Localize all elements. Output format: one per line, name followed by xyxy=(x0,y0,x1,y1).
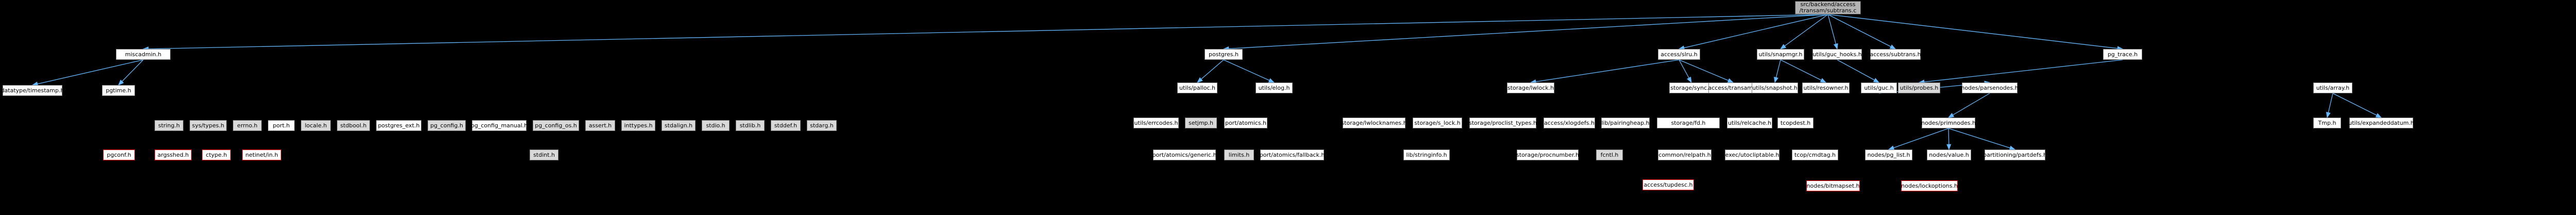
edge-pg_trace-to-utils_probes xyxy=(1918,59,2123,85)
graph-node-access_transam[interactable]: access/transam.h xyxy=(1708,82,1758,93)
edge-root-to-postgres xyxy=(1223,14,1828,51)
graph-node-stdbool_h[interactable]: stdbool.h xyxy=(337,120,370,131)
graph-node-utils_snapmgr[interactable]: utils/snapmgr.h xyxy=(1757,49,1804,60)
graph-node-storage_s_lock[interactable]: storage/s_lock.h xyxy=(1413,118,1462,128)
graph-node-partitioning_partdefs[interactable]: partitioning/partdefs.h xyxy=(1983,150,2047,160)
graph-node-storage_fd_fileloc[interactable]: storage/fd.h xyxy=(1657,118,1720,128)
edge-miscadmin-to-datatype_timestamp xyxy=(31,59,144,87)
graph-node-utils_guc[interactable]: utils/guc.h xyxy=(1861,82,1897,93)
edge-root-to-pg_trace xyxy=(1827,14,2124,51)
edge-nodes_parsenodes-to-nodes_primnodes xyxy=(1947,93,1990,118)
graph-node-stdint_h[interactable]: stdint.h xyxy=(530,150,558,160)
edge-root-to-utils_snapmgr xyxy=(1780,14,1828,49)
graph-node-common_relpath[interactable]: common/relpath.h xyxy=(1658,150,1711,160)
graph-node-storage_procnumber[interactable]: storage/procnumber.h xyxy=(1516,150,1579,160)
graph-node-storage_lwlock[interactable]: storage/lwlock.h xyxy=(1507,82,1554,93)
graph-node-access_tupdesc[interactable]: access/tupdesc.h xyxy=(1642,179,1694,190)
graph-node-tmp_h[interactable]: Tmp.h xyxy=(2313,118,2341,128)
graph-node-libitdmgrinfo[interactable]: lib/stringinfo.h xyxy=(1403,150,1450,160)
graph-node-postgres[interactable]: postgres.h xyxy=(1205,49,1243,60)
edge-utils_array-to-tmp_h xyxy=(2326,93,2333,119)
graph-node-tcopio_mdtag[interactable]: tcop/cmdtag.h xyxy=(1792,150,1838,160)
graph-node-utils_snapshot[interactable]: utils/snapshot.h xyxy=(1752,82,1798,93)
graph-node-nodes_primnodes[interactable]: nodes/primnodes.h xyxy=(1921,118,1976,128)
edge-root-to-access_subtrans xyxy=(1827,14,1896,49)
graph-node-stdarg_h[interactable]: stdarg.h xyxy=(807,120,837,131)
graph-node-sys_types[interactable]: sys/types.h xyxy=(190,120,227,131)
edge-root-to-miscadmin xyxy=(142,14,1828,52)
graph-node-locale_h[interactable]: locale.h xyxy=(301,120,331,131)
graph-node-setjmp_h[interactable]: setjmp.h xyxy=(1185,118,1217,128)
graph-node-port_atomics_fallback[interactable]: port/atomics/fallback.h xyxy=(1260,150,1325,160)
graph-node-utils_probes[interactable]: utils/probes.h xyxy=(1898,82,1940,93)
edge-postgres-to-utils_elog xyxy=(1223,59,1275,83)
graph-node-utils_expandeddatum[interactable]: utils/expandeddatum.h xyxy=(2348,118,2414,128)
graph-node-miscadmin[interactable]: miscadmin.h xyxy=(116,49,171,60)
graph-node-pgtime[interactable]: pgtime.h xyxy=(102,85,135,96)
graph-node-inttypes_h[interactable]: inttypes.h xyxy=(621,120,655,131)
edge-access_slru-to-access_transam xyxy=(1679,59,1734,83)
graph-node-utils_guc_hooks[interactable]: utils/guc_hooks.h xyxy=(1812,49,1862,60)
graph-node-nodes_parsenodes[interactable]: nodes/parsenodes.h xyxy=(1961,82,2019,93)
graph-node-errno_h[interactable]: errno.h xyxy=(233,120,262,131)
graph-node-stdio_h[interactable]: stdio.h xyxy=(702,120,730,131)
graph-node-nodes_value[interactable]: nodes/value.h xyxy=(1927,150,1971,160)
graph-node-storage_lwlocknames[interactable]: storage/lwlocknames.h xyxy=(1341,118,1407,128)
edge-root-to-utils_guc_hooks xyxy=(1827,14,1838,50)
graph-node-datatype_timestamp[interactable]: datatype/timestamp.h xyxy=(1,85,64,96)
graph-node-ctype_h[interactable]: ctype.h xyxy=(202,150,231,160)
graph-node-exec_utocliptable[interactable]: exec/utocliptable.h xyxy=(1725,150,1780,160)
graph-node-limits_h[interactable]: limits.h xyxy=(1224,150,1254,160)
graph-node-root[interactable]: src/backend/access /transam/subtrans.c xyxy=(1795,1,1861,14)
graph-node-utils_array[interactable]: utils/array.h xyxy=(2313,82,2352,93)
graph-node-nodes_pnodes[interactable]: nodes/pg_list.h xyxy=(1865,150,1912,160)
graph-node-assert_h[interactable]: assert.h xyxy=(585,120,615,131)
graph-node-postgres_ext[interactable]: postgres_ext.h xyxy=(376,120,421,131)
graph-node-pg_config_manual[interactable]: pg_config_manual.h xyxy=(471,120,528,131)
graph-node-access_subtrans[interactable]: access/subtrans.h xyxy=(1870,49,1921,60)
edge-nodes_primnodes-to-nodes_value xyxy=(1946,128,1952,151)
graph-node-storage_sync[interactable]: storage/sync.h xyxy=(1669,82,1714,93)
graph-node-nodes_bitmapset[interactable]: nodes/bitmapset.h xyxy=(1806,180,1860,191)
edge-postgres-to-utils_palloc xyxy=(1197,59,1224,83)
edge-access_slru-to-storage_sync xyxy=(1679,59,1692,84)
graph-node-stdalign_h[interactable]: stdalign.h xyxy=(662,120,696,131)
edge-nodes_primnodes-to-nodes_pnodes xyxy=(1888,128,1949,150)
graph-node-stdlib_h[interactable]: stdlib.h xyxy=(736,120,765,131)
graph-node-pgconf_h[interactable]: pgconf.h xyxy=(103,150,135,160)
graph-node-utils_ecodes[interactable]: utils/errcodes.h xyxy=(1133,118,1179,128)
graph-node-pg_config_os[interactable]: pg_config_os.h xyxy=(533,120,579,131)
edge-utils_snapmgr-to-utils_resowner xyxy=(1780,59,1827,83)
edge-utils_array-to-utils_expandeddatum xyxy=(2332,93,2382,118)
graph-node-nodes_lockoptions[interactable]: nodes/lockoptions.h xyxy=(1901,180,1958,191)
graph-node-fcntl_h[interactable]: fcntl.h xyxy=(1596,150,1623,160)
graph-node-utils_elog[interactable]: utils/elog.h xyxy=(1256,82,1293,93)
graph-node-pg_config[interactable]: pg_config.h xyxy=(428,120,466,131)
graph-node-tcopdest[interactable]: tcopdest.h xyxy=(1777,118,1814,128)
graph-node-pg_trace[interactable]: pg_trace.h xyxy=(2103,49,2142,60)
graph-node-string_h[interactable]: string.h xyxy=(155,120,183,131)
graph-node-access_slru[interactable]: access/slru.h xyxy=(1658,49,1700,60)
edge-utils_guc_hooks-to-utils_guc xyxy=(1837,59,1880,83)
graph-node-port_atomics[interactable]: port/atomics.h xyxy=(1224,118,1267,128)
edge-access_slru-to-storage_lwlock xyxy=(1530,59,1680,84)
graph-node-utils_resowner[interactable]: utils/resowner.h xyxy=(1802,82,1850,93)
graph-node-port_h[interactable]: port.h xyxy=(268,120,295,131)
graph-node-utils_palloc[interactable]: utils/palloc.h xyxy=(1177,82,1217,93)
graph-node-utils_cache_h[interactable]: utils/relcache.h xyxy=(1727,118,1772,128)
edge-utils_snapmgr-to-utils_snapshot xyxy=(1774,59,1781,84)
graph-node-netinet_h[interactable]: netinet/in.h xyxy=(242,150,281,160)
graph-node-access_xlogdefs[interactable]: access/xlogdefs.h xyxy=(1544,118,1595,128)
graph-node-port_atomics_generic[interactable]: port/atomics/generic.h xyxy=(1153,150,1216,160)
edge-root-to-access_slru xyxy=(1678,14,1828,51)
graph-node-storage_proclist_types[interactable]: storage/proclist_types.h xyxy=(1469,118,1537,128)
edge-miscadmin-to-pgtime xyxy=(118,59,144,86)
graph-node-lib_pairingheap[interactable]: lib/pairingheap.h xyxy=(1601,118,1650,128)
graph-node-argsshed_h[interactable]: argsshed.h xyxy=(155,150,192,160)
graph-node-stddef_h[interactable]: stddef.h xyxy=(771,120,801,131)
edge-nodes_primnodes-to-partitioning_partdefs xyxy=(1948,128,2016,151)
